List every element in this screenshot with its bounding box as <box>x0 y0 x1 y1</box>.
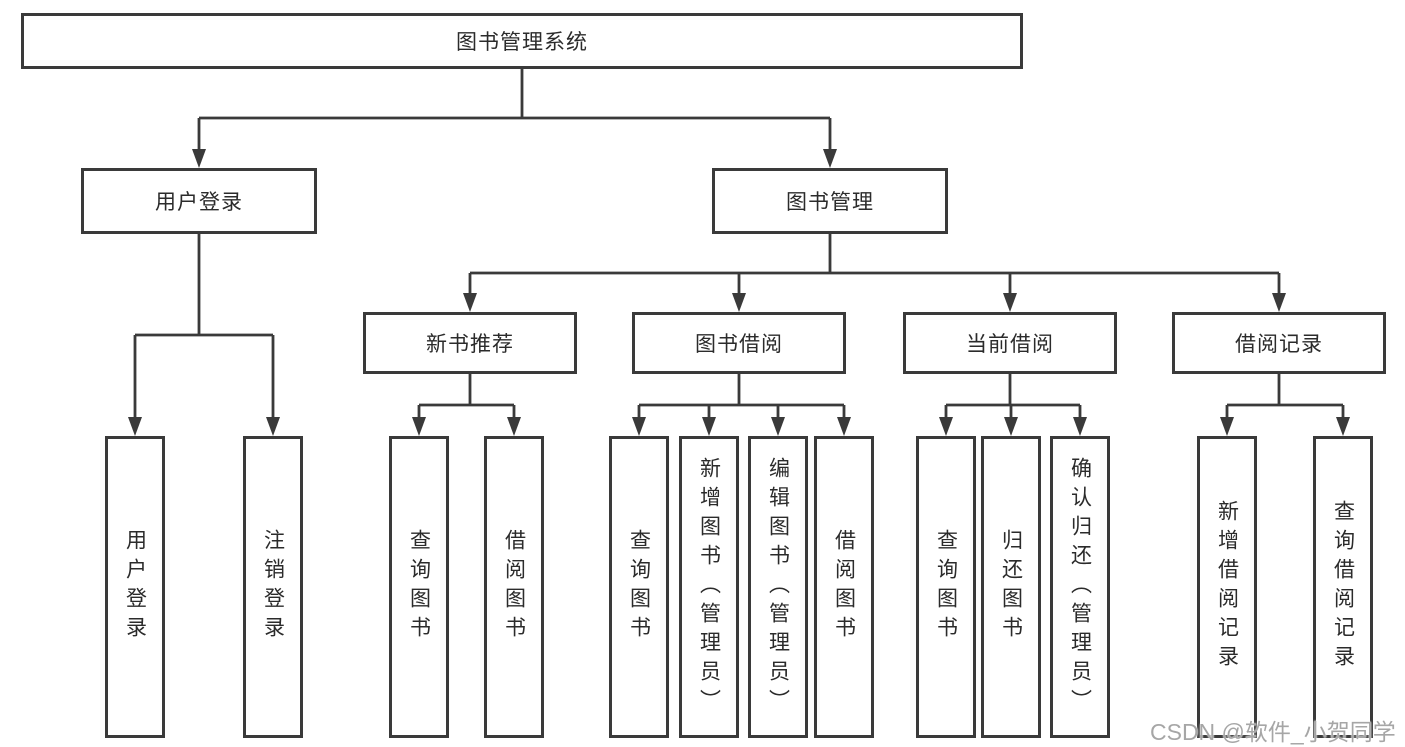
leaf-return-books: 归还图书 <box>981 436 1041 738</box>
leaf-query-books-borrowing: 查询图书 <box>609 436 669 738</box>
node-borrowing-records: 借阅记录 <box>1172 312 1386 374</box>
arrowhead-icon <box>1336 417 1350 436</box>
arrowhead-icon <box>837 417 851 436</box>
arrowhead-icon <box>1220 417 1234 436</box>
arrowhead-icon <box>463 293 477 312</box>
connector-current-children <box>944 374 1082 418</box>
connector-records-children <box>1225 374 1345 418</box>
arrowhead-icon <box>632 417 646 436</box>
connector-login-children <box>133 234 275 418</box>
node-new-book-recommendation: 新书推荐 <box>363 312 577 374</box>
arrowhead-icon <box>702 417 716 436</box>
leaf-user-login: 用户登录 <box>105 436 165 738</box>
arrowhead-icon <box>412 417 426 436</box>
leaf-add-borrow-record: 新增借阅记录 <box>1197 436 1257 738</box>
arrowhead-icon <box>732 293 746 312</box>
node-root: 图书管理系统 <box>21 13 1023 69</box>
arrowhead-icon <box>507 417 521 436</box>
arrowhead-icon <box>939 417 953 436</box>
leaf-borrow-books-borrowing: 借阅图书 <box>814 436 874 738</box>
connector-recommendation-children <box>417 374 516 418</box>
leaf-logout: 注销登录 <box>243 436 303 738</box>
arrowhead-icon <box>823 149 837 168</box>
arrowhead-icon <box>266 417 280 436</box>
node-book-management: 图书管理 <box>712 168 948 234</box>
arrowhead-icon <box>771 417 785 436</box>
leaf-add-book-admin: 新增图书（管理员） <box>679 436 739 738</box>
connector-root-to-level2 <box>197 69 832 150</box>
arrowhead-icon <box>192 149 206 168</box>
connector-management-to-level3 <box>468 234 1281 294</box>
arrowhead-icon <box>1073 417 1087 436</box>
node-book-borrowing: 图书借阅 <box>632 312 846 374</box>
arrowhead-icon <box>128 417 142 436</box>
leaf-edit-book-admin: 编辑图书（管理员） <box>748 436 808 738</box>
leaf-borrow-books-recommendation: 借阅图书 <box>484 436 544 738</box>
leaf-query-books-recommendation: 查询图书 <box>389 436 449 738</box>
arrowhead-icon <box>1272 293 1286 312</box>
node-current-borrowing: 当前借阅 <box>903 312 1117 374</box>
csdn-watermark: CSDN @软件_小贺同学 <box>1150 719 1396 745</box>
leaf-confirm-return-admin: 确认归还（管理员） <box>1050 436 1110 738</box>
arrowhead-icon <box>1003 293 1017 312</box>
connector-borrowing-children <box>637 374 846 418</box>
leaf-query-borrow-record: 查询借阅记录 <box>1313 436 1373 738</box>
node-user-login: 用户登录 <box>81 168 317 234</box>
arrowhead-icon <box>1004 417 1018 436</box>
leaf-query-books-current: 查询图书 <box>916 436 976 738</box>
